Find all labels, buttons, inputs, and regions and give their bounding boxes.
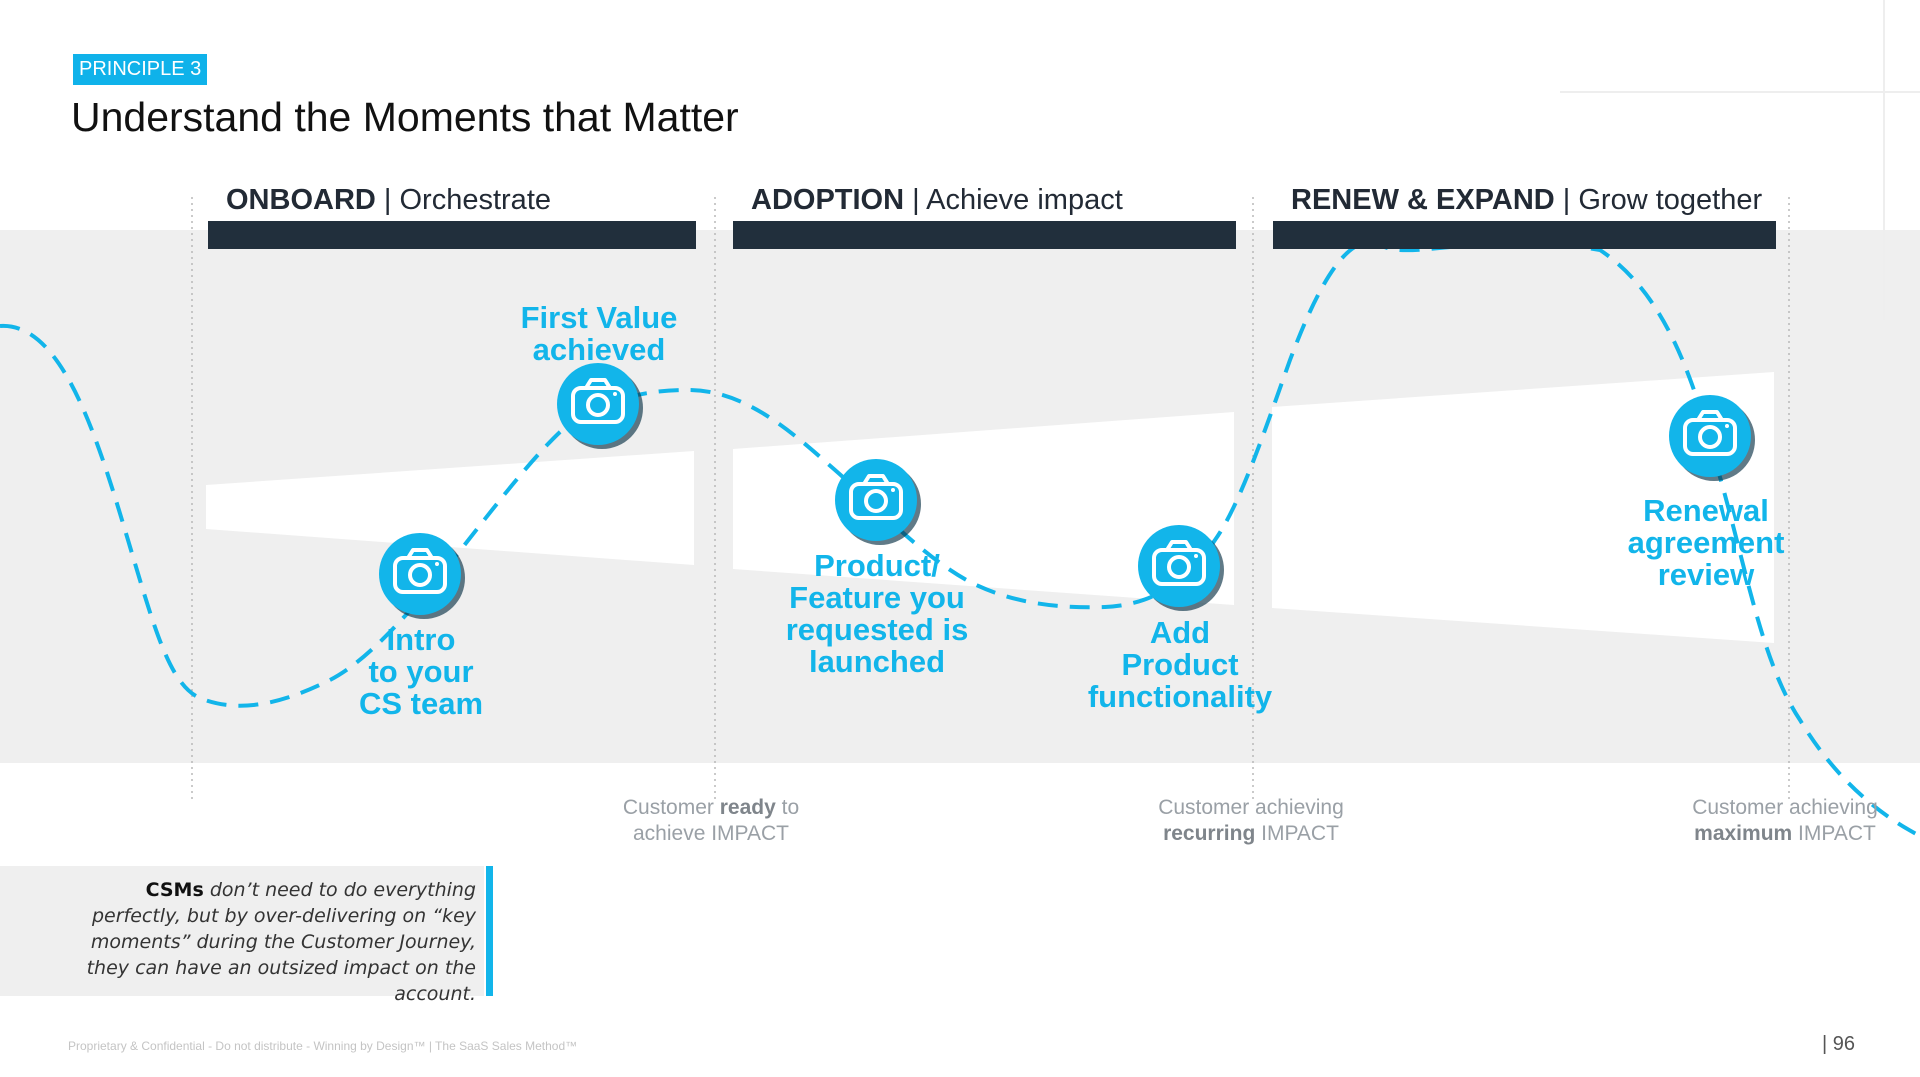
phase-name: RENEW & EXPAND (1291, 184, 1555, 216)
moment-icon-group (835, 459, 921, 545)
renew-trapezoid (1272, 372, 1774, 643)
phase-title-onboard: ONBOARD | Orchestrate (226, 184, 551, 217)
moment-label-intro: Intro to your CS team (359, 624, 483, 720)
moment-label-line: Product (1121, 647, 1239, 682)
milestone-line: recurring IMPACT (1163, 822, 1339, 845)
phase-separator: | (375, 184, 400, 216)
onboard-trapezoid (206, 451, 694, 565)
moment-icon-group (1138, 525, 1224, 611)
moment-label-feature-launched: Product/ Feature you requested is launch… (786, 550, 969, 678)
moment-label-line: First Value (520, 300, 678, 335)
moment-label-line: Feature you (789, 580, 965, 615)
phase-separator: | (1554, 184, 1579, 216)
milestone-line: achieve IMPACT (632, 822, 789, 845)
phase-bar-onboard (208, 221, 696, 249)
moment-icon-group (379, 533, 465, 619)
moment-marker (1669, 395, 1751, 477)
callout-accent-bar (486, 866, 493, 996)
phase-subtitle: Achieve impact (926, 184, 1123, 216)
phase-bar-adoption (733, 221, 1236, 249)
moment-label-line: Renewal (1643, 493, 1769, 528)
moment-label-first-value: First Value achieved (521, 302, 678, 366)
moment-icon-group (1669, 395, 1755, 481)
milestone-line: Customer achieving (1158, 796, 1344, 819)
moment-label-add-product: Add Product functionality (1088, 617, 1272, 713)
phase-name: ONBOARD (226, 184, 376, 216)
moment-label-line: Intro (386, 622, 456, 657)
moment-label-line: CS team (358, 686, 484, 721)
moment-marker (557, 363, 639, 445)
milestone-maximum: Customer achieving maximum IMPACT (1692, 795, 1878, 847)
phase-title-adoption: ADOPTION | Achieve impact (751, 184, 1123, 217)
moment-label-line: launched (808, 644, 946, 679)
adoption-trapezoid (733, 412, 1234, 605)
moment-label-line: Add (1149, 615, 1211, 650)
moment-label-line: to your (368, 654, 474, 689)
moment-label-renewal: Renewal agreement review (1628, 495, 1785, 591)
principle-tag: PRINCIPLE 3 (73, 54, 208, 85)
callout-body: don’t need to do everything perfectly, b… (86, 879, 476, 1005)
milestone-line: Customer achieving (1692, 796, 1878, 819)
phase-subtitle: Grow together (1578, 184, 1763, 216)
moment-label-line: review (1657, 557, 1755, 592)
phase-name: ADOPTION (751, 184, 905, 216)
moment-marker (379, 533, 461, 615)
journey-curve (0, 240, 1920, 838)
moment-label-line: agreement (1627, 525, 1785, 560)
milestone-recurring: Customer achieving recurring IMPACT (1158, 795, 1344, 847)
moment-marker (1138, 525, 1220, 607)
milestone-line: maximum IMPACT (1694, 822, 1876, 845)
phase-separator: | (904, 184, 927, 216)
callout-box (0, 866, 484, 996)
moment-icon-group (557, 363, 643, 449)
page-number: | 96 (1822, 1033, 1855, 1055)
milestone-line: Customer ready to (622, 796, 800, 819)
moment-label-line: requested is (785, 612, 969, 647)
footer-text: Proprietary & Confidential - Do not dist… (68, 1039, 578, 1053)
milestone-ready: Customer ready to achieve IMPACT (623, 795, 799, 847)
callout-bold: CSMs (145, 879, 204, 901)
moment-label-line: achieved (532, 332, 666, 367)
callout-text: CSMs don’t need to do everything perfect… (56, 877, 476, 1007)
page-title: Understand the Moments that Matter (71, 94, 739, 140)
moment-label-line: Product/ (814, 548, 940, 583)
phase-subtitle: Orchestrate (399, 184, 552, 216)
moment-marker (835, 459, 917, 541)
moment-label-line: functionality (1087, 679, 1273, 714)
phase-bar-renew (1273, 221, 1776, 249)
phase-title-renew: RENEW & EXPAND | Grow together (1291, 184, 1762, 217)
